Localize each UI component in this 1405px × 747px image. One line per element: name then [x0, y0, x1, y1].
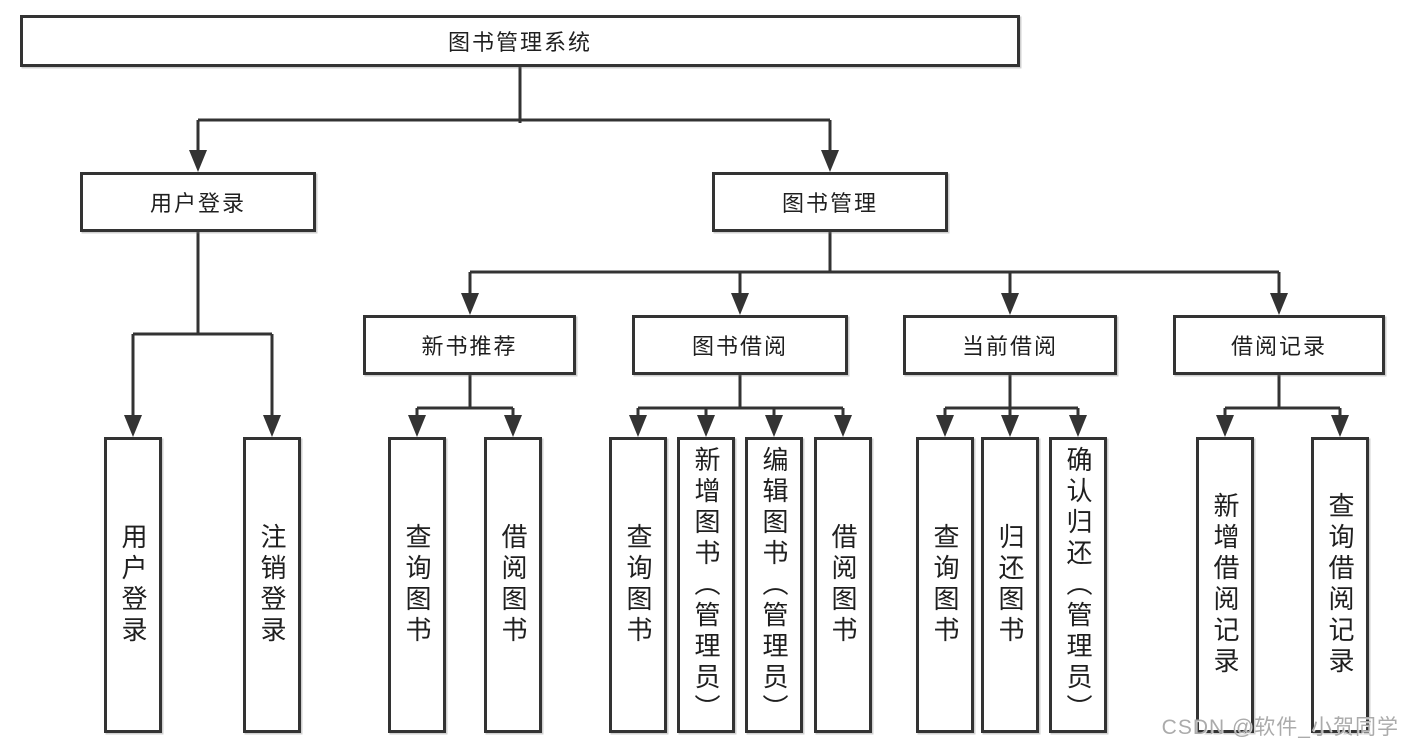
node-label: 借阅图书 — [828, 523, 858, 647]
node-label: 查询图书 — [623, 523, 653, 647]
node-new-book-recommendation: 新书推荐 — [363, 315, 576, 375]
node-query-borrow-record: 查询借阅记录 — [1311, 437, 1369, 733]
node-label: 查询借阅记录 — [1325, 492, 1355, 678]
node-query-books-borrowing: 查询图书 — [609, 437, 667, 733]
node-label: 图书管理 — [781, 191, 878, 216]
node-label: 图书借阅 — [691, 334, 788, 359]
node-label: 编辑图书（管理员） — [759, 445, 789, 725]
node-library-management-system: 图书管理系统 — [20, 15, 1020, 67]
node-query-books-recommend: 查询图书 — [388, 437, 446, 733]
node-label: 借阅记录 — [1230, 334, 1327, 359]
node-return-books: 归还图书 — [981, 437, 1039, 733]
node-label: 注销登录 — [257, 523, 287, 647]
node-book-borrowing: 图书借阅 — [632, 315, 848, 375]
node-label: 图书管理系统 — [447, 30, 592, 55]
node-label: 新书推荐 — [421, 334, 518, 359]
node-add-borrow-record: 新增借阅记录 — [1196, 437, 1254, 733]
node-confirm-return-admin: 确认归还（管理员） — [1049, 437, 1107, 733]
node-label: 新增借阅记录 — [1210, 492, 1240, 678]
node-label: 查询图书 — [402, 523, 432, 647]
watermark-text: CSDN @软件_小贺同学 — [1161, 716, 1399, 739]
node-edit-book-admin: 编辑图书（管理员） — [745, 437, 803, 733]
node-label: 当前借阅 — [961, 334, 1058, 359]
node-borrowing-records: 借阅记录 — [1173, 315, 1385, 375]
node-book-management-module: 图书管理 — [712, 172, 948, 232]
node-user-login-module: 用户登录 — [80, 172, 316, 232]
node-borrow-books-borrowing: 借阅图书 — [814, 437, 872, 733]
node-label: 新增图书（管理员） — [691, 445, 721, 725]
node-label: 确认归还（管理员） — [1063, 445, 1093, 725]
node-label: 用户登录 — [149, 191, 246, 216]
node-current-borrowing: 当前借阅 — [903, 315, 1117, 375]
node-add-book-admin: 新增图书（管理员） — [677, 437, 735, 733]
node-user-login: 用户登录 — [104, 437, 162, 733]
node-query-books-current: 查询图书 — [916, 437, 974, 733]
node-label: 查询图书 — [930, 523, 960, 647]
node-label: 借阅图书 — [498, 523, 528, 647]
node-label: 归还图书 — [995, 523, 1025, 647]
node-borrow-books-recommend: 借阅图书 — [484, 437, 542, 733]
node-logout: 注销登录 — [243, 437, 301, 733]
node-label: 用户登录 — [118, 523, 148, 647]
